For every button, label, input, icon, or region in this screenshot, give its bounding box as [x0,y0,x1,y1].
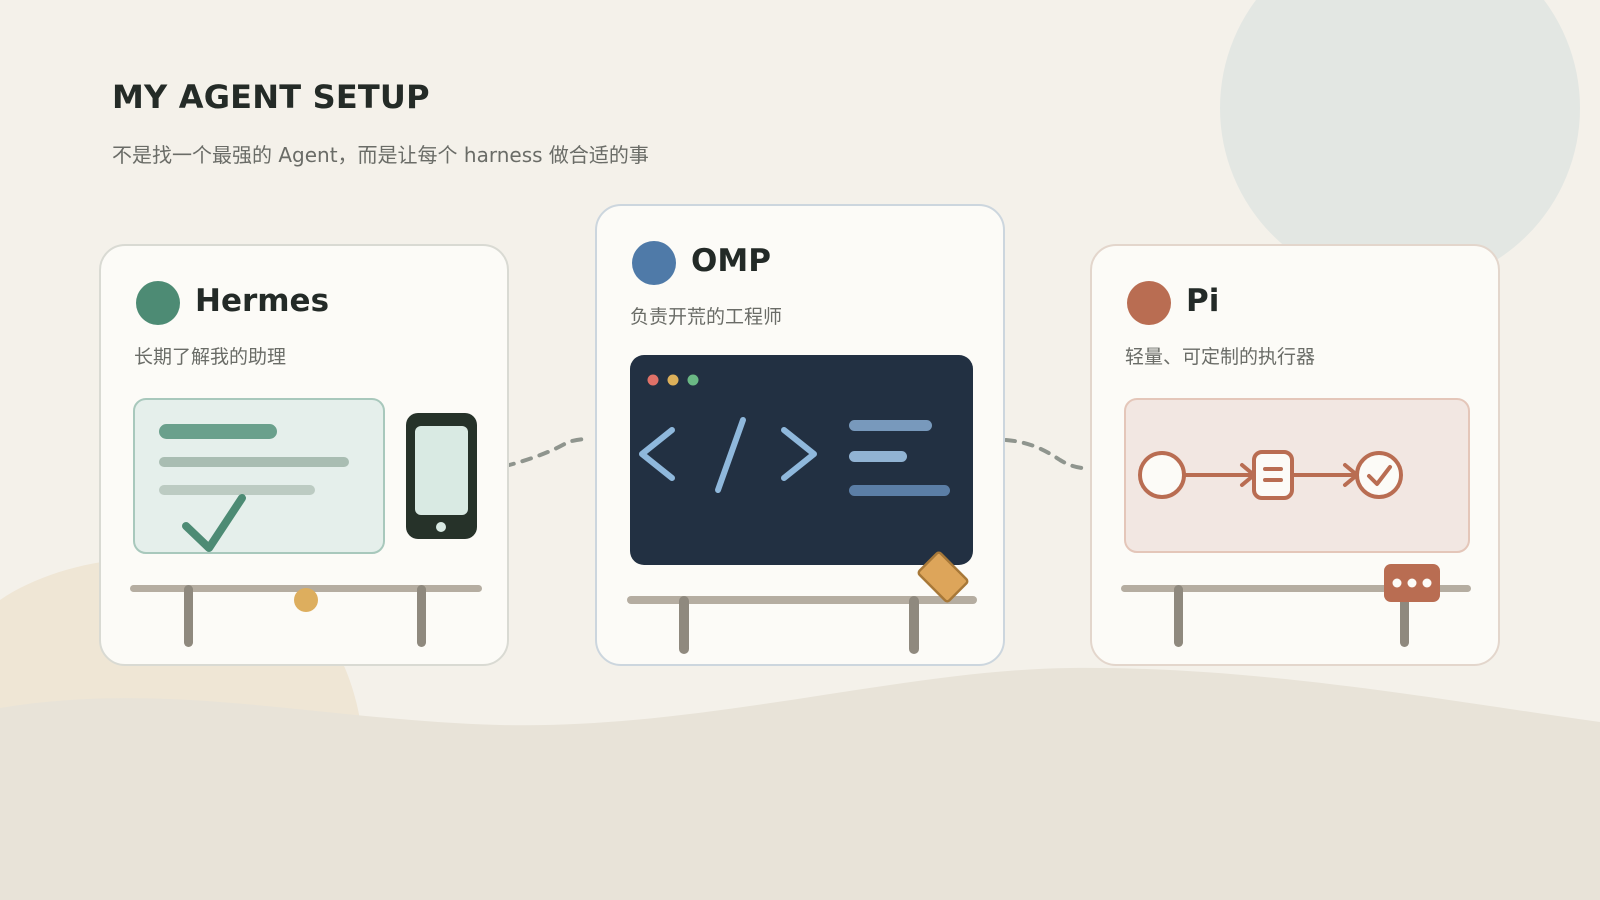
card-hermes[interactable]: Hermes 长期了解我的助理 [99,244,509,666]
card-description: 负责开荒的工程师 [630,306,783,328]
card-description: 轻量、可定制的执行器 [1125,346,1316,368]
connector-left [503,437,590,468]
bg-wave-bottom [0,667,1600,900]
chat-bubble-icon [1384,564,1440,602]
card-omp[interactable]: OMP 负责开荒的工程师 [595,204,1005,666]
omp-illustration [627,355,977,654]
card-pi[interactable]: Pi 轻量、可定制的执行器 [1090,244,1500,666]
hermes-color-dot [136,281,180,325]
tag-icon [917,551,969,603]
card-title: Hermes [195,283,330,319]
pi-color-dot [1127,281,1171,325]
code-lines [849,420,950,496]
terminal-window-icon [630,355,973,565]
card-title: OMP [691,243,771,279]
omp-color-dot [632,241,676,285]
pi-illustration [1121,398,1471,647]
card-description: 长期了解我的助理 [134,346,287,368]
hermes-illustration [130,398,482,647]
page-title: MY AGENT SETUP [112,78,430,116]
document-check-icon [133,398,385,554]
connector-right [1004,438,1084,470]
page-subtitle: 不是找一个最强的 Agent，而是让每个 harness 做合适的事 [112,143,649,167]
code-brackets-icon [639,417,817,493]
phone-icon [406,413,477,539]
omp-stand [627,596,977,654]
hermes-stand [130,585,482,647]
card-title: Pi [1186,283,1220,319]
pipeline-flow-icon [1124,398,1470,553]
bg-circle-top-right [1220,0,1580,288]
